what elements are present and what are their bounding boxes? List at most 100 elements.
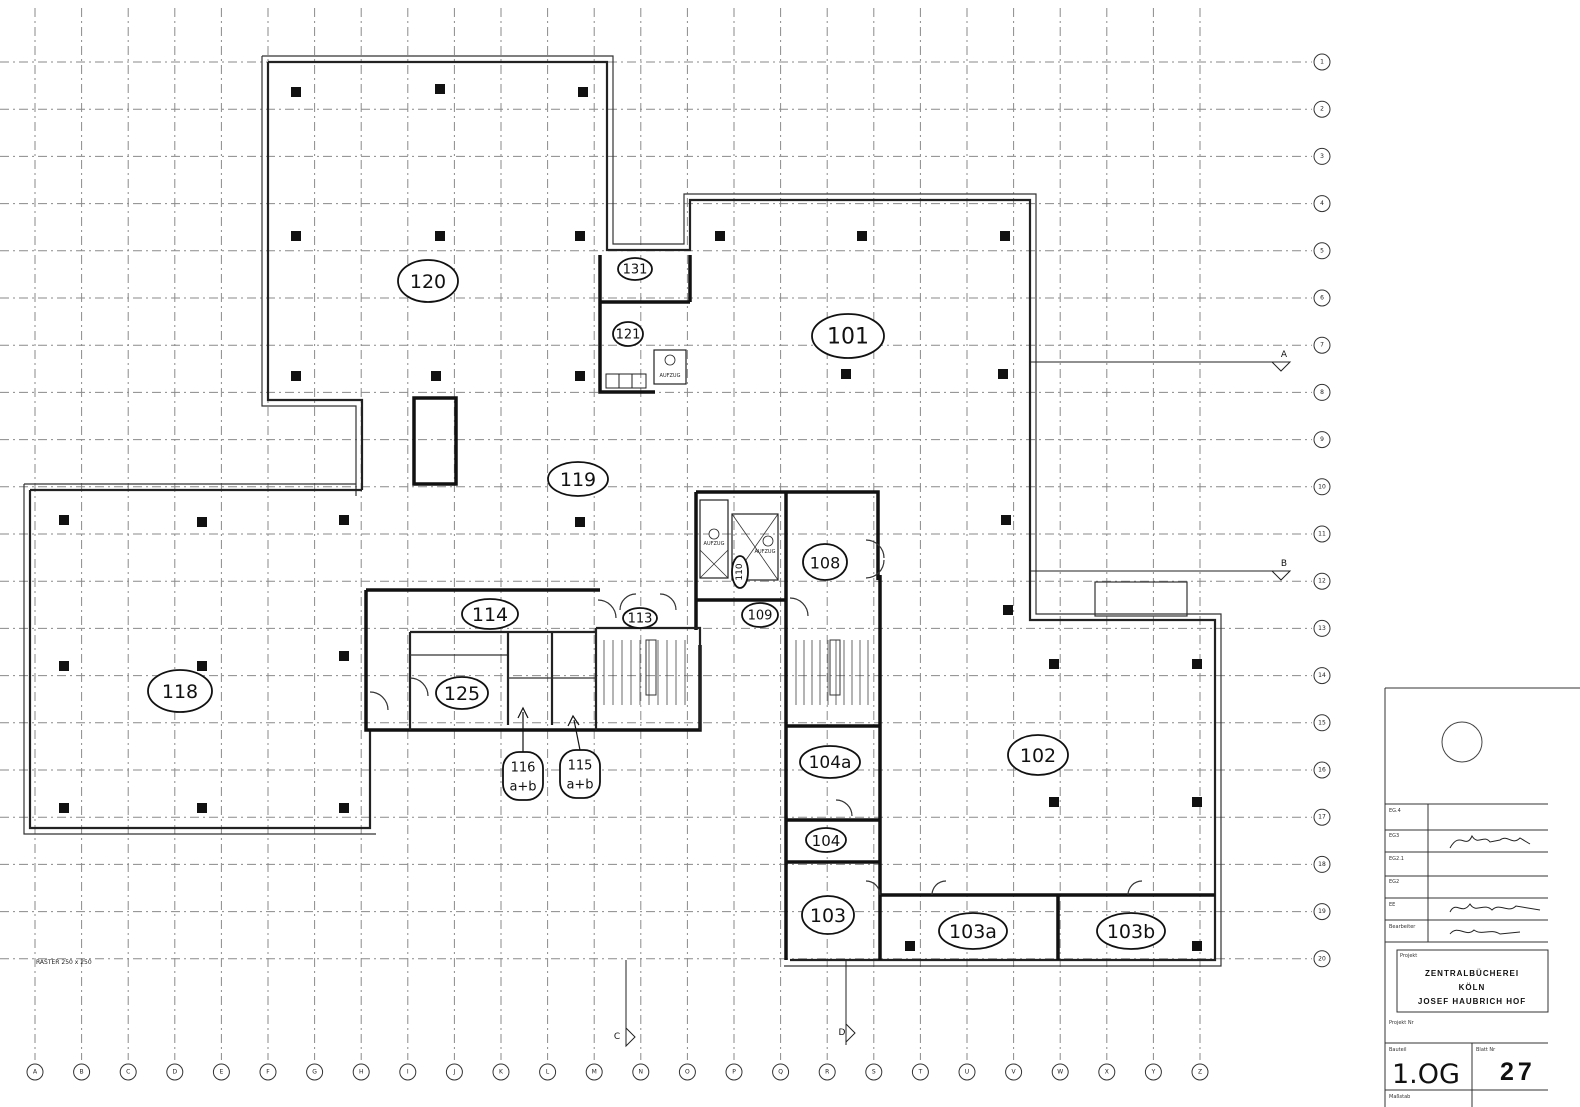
room-number: 113 bbox=[628, 612, 653, 627]
column-axis-label: S bbox=[872, 1069, 876, 1076]
column-axis-label: M bbox=[592, 1069, 597, 1076]
row-axis-bubble: 10 bbox=[1313, 478, 1331, 496]
title-block-row-label: EG.4 bbox=[1389, 808, 1401, 814]
column-pillar bbox=[578, 87, 588, 97]
row-axis-label: 14 bbox=[1318, 672, 1326, 679]
row-axis-bubble: 12 bbox=[1313, 572, 1331, 590]
room-113: 113 bbox=[622, 607, 658, 629]
room-number: 109 bbox=[748, 609, 773, 624]
project-city: KÖLN bbox=[1459, 983, 1486, 992]
raster-note: RASTER 250 x 250 bbox=[36, 959, 92, 966]
room-number: 125 bbox=[444, 683, 480, 705]
room-110: 110 bbox=[731, 555, 749, 589]
row-axis-bubble: 19 bbox=[1313, 903, 1331, 921]
column-axis-label: Z bbox=[1198, 1069, 1202, 1076]
room-121: 121 bbox=[612, 321, 644, 347]
row-axis-bubble: 9 bbox=[1313, 431, 1331, 449]
row-axis-bubble: 8 bbox=[1313, 383, 1331, 401]
column-axis-bubble: O bbox=[678, 1063, 696, 1081]
room-number: 110 bbox=[735, 563, 745, 580]
stair-well bbox=[645, 639, 657, 696]
room-number: 114 bbox=[472, 604, 508, 626]
column-axis-bubble: L bbox=[539, 1063, 557, 1081]
column-axis-bubble: E bbox=[212, 1063, 230, 1081]
column-axis-label: B bbox=[80, 1069, 84, 1076]
title-block: EG.4 EG3 EG2.1 EG2 EE Bearbeiter Projekt… bbox=[1384, 687, 1580, 1107]
row-axis-label: 7 bbox=[1320, 342, 1324, 349]
column-axis-bubble: N bbox=[632, 1063, 650, 1081]
sheet-number: 27 bbox=[1500, 1058, 1536, 1086]
column-axis-label: X bbox=[1105, 1069, 1109, 1076]
column-pillar bbox=[197, 803, 207, 813]
row-axis-bubble: 17 bbox=[1313, 808, 1331, 826]
row-axis-label: 19 bbox=[1318, 908, 1326, 915]
column-pillar bbox=[339, 803, 349, 813]
column-axis-bubble: K bbox=[492, 1063, 510, 1081]
title-block-row-label: EG2.1 bbox=[1389, 856, 1404, 862]
title-block-label: Bearbeiter bbox=[1389, 924, 1416, 930]
stair-well bbox=[829, 639, 841, 696]
room-103a: 103a bbox=[938, 912, 1008, 950]
section-marker-label: C bbox=[614, 1032, 620, 1042]
room-116: 116 a+b bbox=[502, 706, 544, 801]
column-axis-bubble: J bbox=[445, 1063, 463, 1081]
building-walls bbox=[23, 55, 1222, 967]
section-marker-label: A bbox=[1281, 350, 1288, 360]
room-number: 101 bbox=[827, 325, 869, 350]
row-axis-label: 10 bbox=[1318, 483, 1326, 490]
room-number: 131 bbox=[623, 263, 648, 278]
column-pillar bbox=[841, 369, 851, 379]
row-axis-bubble: 6 bbox=[1313, 289, 1331, 307]
column-axis-bubble: U bbox=[958, 1063, 976, 1081]
column-pillar bbox=[197, 517, 207, 527]
column-pillar bbox=[1001, 515, 1011, 525]
row-axis-bubble: 4 bbox=[1313, 195, 1331, 213]
column-axis-label: L bbox=[546, 1069, 550, 1076]
elevator-label: AUFZUG bbox=[704, 541, 725, 547]
column-pillar bbox=[715, 231, 725, 241]
column-axis-label: E bbox=[220, 1069, 224, 1076]
row-axis-label: 11 bbox=[1318, 531, 1326, 538]
column-pillar bbox=[1192, 797, 1202, 807]
row-axis-bubble: 1 bbox=[1313, 53, 1331, 71]
column-pillar bbox=[1192, 659, 1202, 669]
section-marker-a: A bbox=[1030, 350, 1292, 372]
row-axis-label: 5 bbox=[1320, 247, 1324, 254]
column-pillar bbox=[59, 515, 69, 525]
row-axis-bubble: 20 bbox=[1313, 950, 1331, 968]
elevator-label: AUFZUG bbox=[755, 549, 776, 555]
room-104a: 104a bbox=[799, 745, 861, 779]
column-pillar bbox=[59, 803, 69, 813]
door-swings bbox=[369, 539, 1143, 896]
room-125: 125 bbox=[435, 676, 489, 710]
row-axis-label: 2 bbox=[1320, 106, 1324, 113]
column-pillar bbox=[435, 231, 445, 241]
row-axis-label: 8 bbox=[1320, 389, 1324, 396]
row-axis-label: 13 bbox=[1318, 625, 1326, 632]
column-pillar bbox=[575, 371, 585, 381]
section-marker-c: C bbox=[614, 960, 636, 1048]
title-block-row-label: EG3 bbox=[1389, 833, 1399, 839]
section-marker-label: D bbox=[839, 1028, 846, 1038]
column-axis-bubble: H bbox=[352, 1063, 370, 1081]
row-axis-label: 9 bbox=[1320, 436, 1324, 443]
column-axis-label: G bbox=[312, 1069, 317, 1076]
column-pillar bbox=[339, 515, 349, 525]
column-axis-bubble: W bbox=[1051, 1063, 1069, 1081]
stairs bbox=[603, 639, 869, 705]
column-pillar bbox=[339, 651, 349, 661]
room-102: 102 bbox=[1007, 734, 1069, 776]
row-axis-label: 17 bbox=[1318, 814, 1326, 821]
column-axis-label: P bbox=[732, 1069, 736, 1076]
column-pillar bbox=[291, 87, 301, 97]
column-axis-bubble: Z bbox=[1191, 1063, 1209, 1081]
signature-scribble bbox=[1449, 929, 1521, 935]
column-axis-label: K bbox=[499, 1069, 504, 1076]
room-119: 119 bbox=[547, 461, 609, 497]
room-104: 104 bbox=[805, 827, 847, 853]
column-pillar bbox=[1003, 605, 1013, 615]
row-axis-label: 4 bbox=[1320, 200, 1324, 207]
